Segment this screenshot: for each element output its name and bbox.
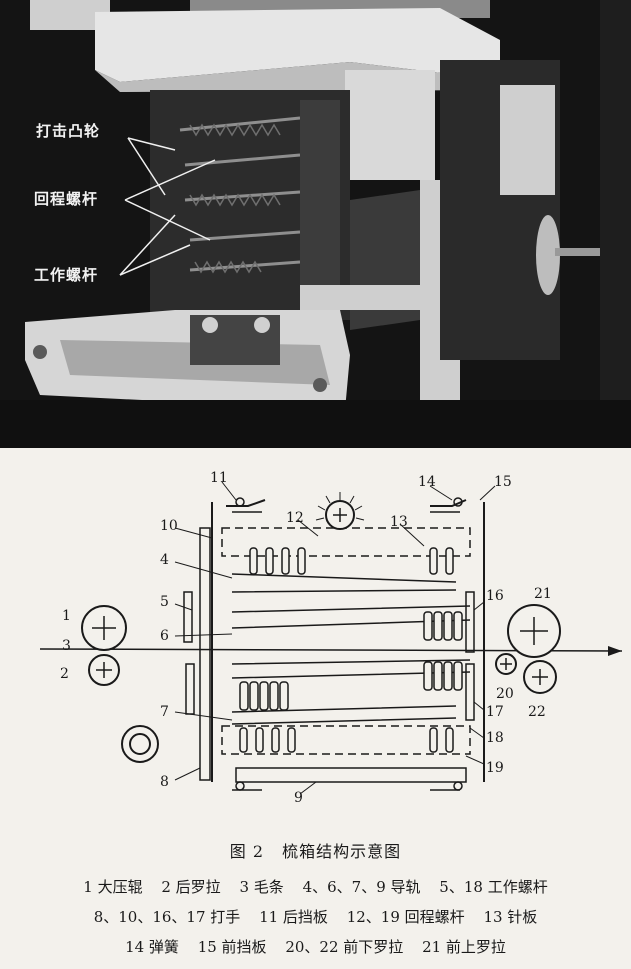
num-22: 22 — [528, 704, 546, 720]
num-3: 3 — [62, 638, 71, 654]
legend-line-1: 1 大压辊 2 后罗拉 3 毛条 4、6、7、9 导轨 5、18 工作螺杆 — [0, 872, 631, 902]
num-20: 20 — [496, 686, 514, 702]
legend-line-2: 8、10、16、17 打手 11 后挡板 12、19 回程螺杆 13 针板 — [0, 902, 631, 932]
label-cam: 打击凸轮 — [36, 122, 101, 140]
figure-number: 图 2 — [229, 842, 265, 861]
legend-item: 8、10、16、17 打手 — [93, 908, 241, 926]
num-17: 17 — [486, 704, 504, 720]
num-18: 18 — [486, 730, 504, 746]
label-work-screw: 工作螺杆 — [34, 266, 99, 284]
num-21: 21 — [534, 586, 552, 602]
num-12: 12 — [286, 510, 304, 526]
num-4: 4 — [160, 552, 169, 568]
num-19: 19 — [486, 760, 504, 776]
num-14: 14 — [418, 474, 436, 490]
num-15: 15 — [494, 474, 512, 490]
label-return-screw: 回程螺杆 — [34, 190, 99, 208]
num-11: 11 — [210, 470, 228, 486]
machine-photo — [0, 0, 631, 448]
num-5: 5 — [160, 594, 169, 610]
legend-item: 2 后罗拉 — [161, 878, 221, 896]
legend-item: 3 毛条 — [239, 878, 284, 896]
legend-item: 12、19 回程螺杆 — [346, 908, 465, 926]
figure-caption: 图 2 梳箱结构示意图 — [0, 838, 631, 862]
legend: 1 大压辊 2 后罗拉 3 毛条 4、6、7、9 导轨 5、18 工作螺杆 8、… — [0, 872, 631, 962]
num-2: 2 — [60, 666, 69, 682]
num-10: 10 — [160, 518, 178, 534]
figure-title: 梳箱结构示意图 — [282, 842, 402, 861]
num-13: 13 — [390, 514, 408, 530]
legend-item: 20、22 前下罗拉 — [285, 938, 404, 956]
legend-item: 13 针板 — [483, 908, 538, 926]
legend-item: 14 弹簧 — [125, 938, 179, 956]
legend-line-3: 14 弹簧 15 前挡板 20、22 前下罗拉 21 前上罗拉 — [0, 932, 631, 962]
num-8: 8 — [160, 774, 169, 790]
legend-item: 5、18 工作螺杆 — [439, 878, 548, 896]
num-1: 1 — [62, 608, 71, 624]
num-6: 6 — [160, 628, 169, 644]
num-16: 16 — [486, 588, 504, 604]
schematic-diagram: 1 2 3 4 5 6 7 8 9 10 11 12 13 14 15 16 1… — [39, 470, 623, 806]
legend-item: 15 前挡板 — [197, 938, 267, 956]
legend-item: 21 前上罗拉 — [422, 938, 506, 956]
num-7: 7 — [160, 704, 169, 720]
num-9: 9 — [294, 790, 303, 806]
legend-item: 4、6、7、9 导轨 — [302, 878, 421, 896]
legend-item: 11 后挡板 — [259, 908, 328, 926]
legend-item: 1 大压辊 — [83, 878, 143, 896]
